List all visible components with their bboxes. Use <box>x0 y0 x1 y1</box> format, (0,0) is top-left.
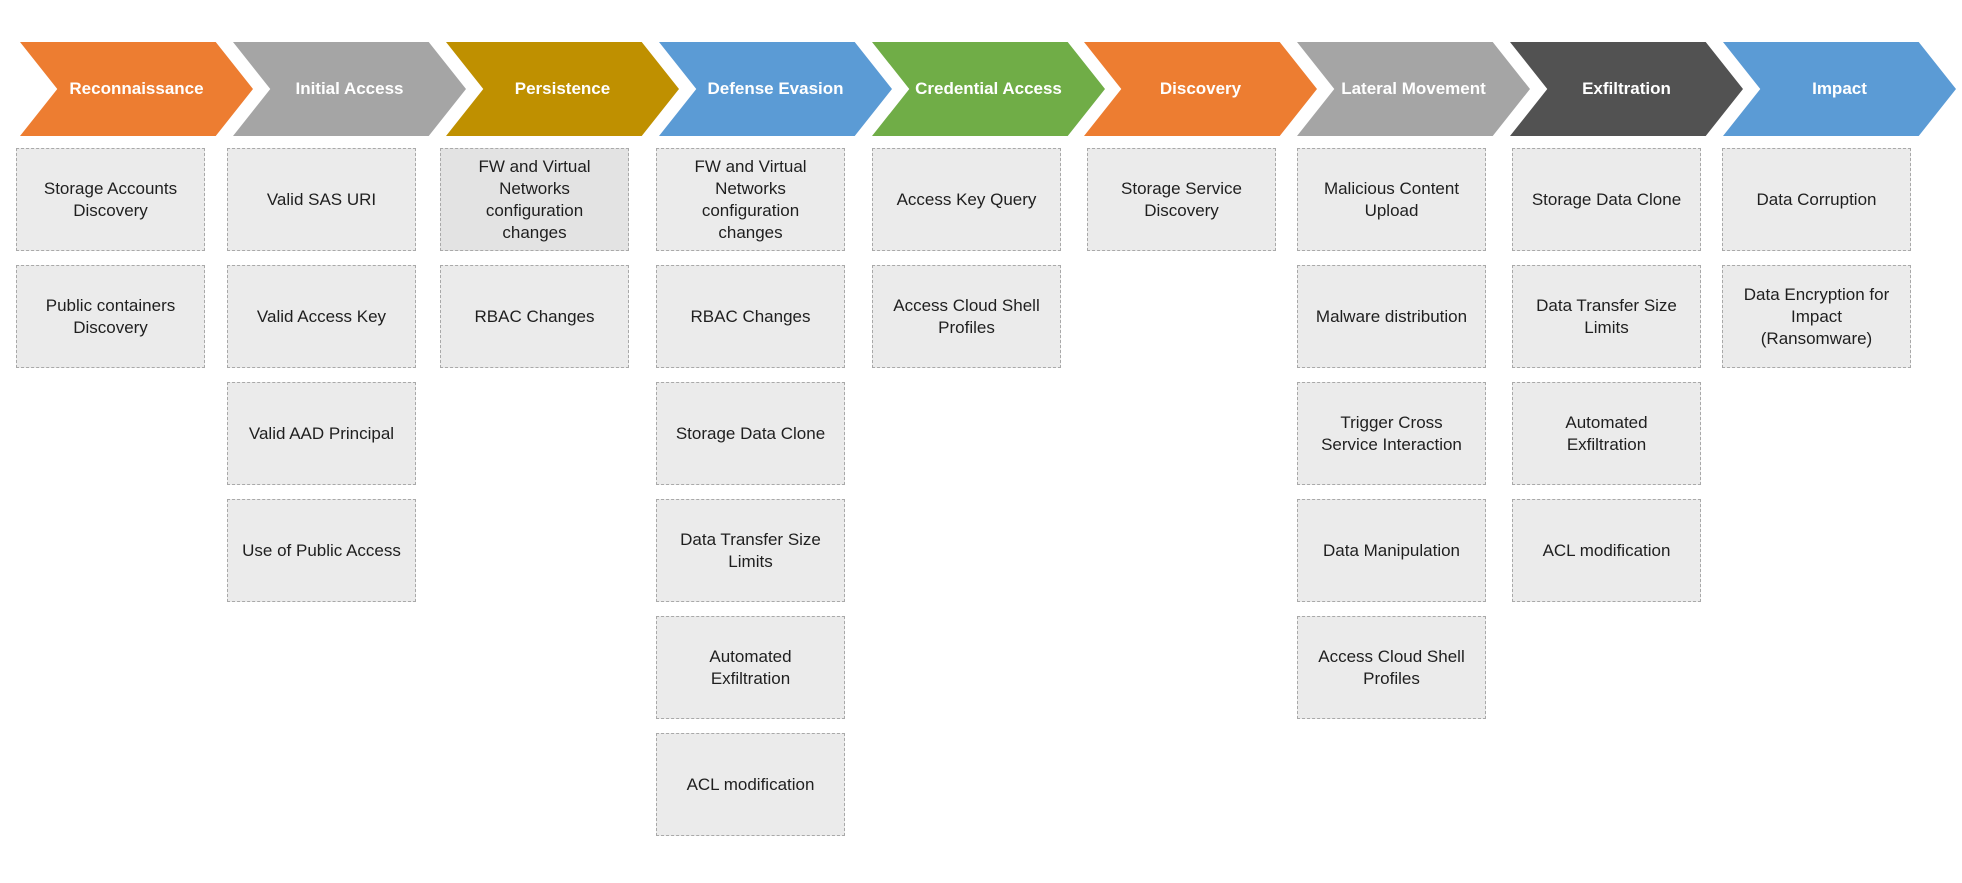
technique-card: Storage Data Clone <box>656 382 845 485</box>
technique-label: Valid Access Key <box>256 306 387 326</box>
tactic-label: Initial Access <box>295 79 404 98</box>
technique-card: Access Cloud Shell Profiles <box>1297 616 1486 719</box>
technique-label: FW and Virtual Networks configuration ch… <box>478 156 591 242</box>
technique-card: FW and Virtual Networks configuration ch… <box>656 148 845 251</box>
technique-card: Malware distribution <box>1297 265 1486 368</box>
technique-label: Access Cloud Shell Profiles <box>893 295 1040 337</box>
technique-card: Data Encryption for Impact (Ransomware) <box>1722 265 1911 368</box>
tactic-label: Discovery <box>1159 79 1242 98</box>
technique-label: Valid AAD Principal <box>248 423 395 443</box>
technique-card: Use of Public Access <box>227 499 416 602</box>
technique-card: Automated Exfiltration <box>1512 382 1701 485</box>
technique-label: RBAC Changes <box>690 306 811 326</box>
tactic-chevron-discovery: Discovery <box>1084 42 1317 136</box>
technique-card: Valid SAS URI <box>227 148 416 251</box>
tactic-chevron-exfiltration: Exfiltration <box>1510 42 1743 136</box>
tactic-chevron-reconnaissance: Reconnaissance <box>20 42 253 136</box>
technique-card: FW and Virtual Networks configuration ch… <box>440 148 629 251</box>
technique-card: Trigger Cross Service Interaction <box>1297 382 1486 485</box>
technique-label: Access Cloud Shell Profiles <box>1318 646 1465 688</box>
technique-card: Data Corruption <box>1722 148 1911 251</box>
technique-label: Use of Public Access <box>242 540 401 560</box>
technique-card: Valid AAD Principal <box>227 382 416 485</box>
tactic-label: Persistence <box>514 79 611 98</box>
technique-label: Storage Data Clone <box>675 423 826 443</box>
technique-card: ACL modification <box>1512 499 1701 602</box>
tactic-chevron-persistence: Persistence <box>446 42 679 136</box>
technique-label: Trigger Cross Service Interaction <box>1321 412 1462 454</box>
technique-label: Valid SAS URI <box>266 189 377 209</box>
technique-label: Automated Exfiltration <box>1565 412 1648 454</box>
technique-card: Malicious Content Upload <box>1297 148 1486 251</box>
technique-label: Malware distribution <box>1315 306 1468 326</box>
tactic-chevron-initial-access: Initial Access <box>233 42 466 136</box>
tactic-chevron-lateral-movement: Lateral Movement <box>1297 42 1530 136</box>
technique-label: ACL modification <box>1542 540 1671 560</box>
technique-card: Storage Data Clone <box>1512 148 1701 251</box>
technique-label: Public containers Discovery <box>45 295 176 337</box>
technique-card: Data Transfer Size Limits <box>1512 265 1701 368</box>
technique-label: Storage Accounts Discovery <box>43 178 178 220</box>
technique-label: Data Transfer Size Limits <box>680 529 821 571</box>
tactic-chevron-defense-evasion: Defense Evasion <box>659 42 892 136</box>
technique-card: Storage Service Discovery <box>1087 148 1276 251</box>
technique-label: Access Key Query <box>896 189 1037 209</box>
technique-label: Automated Exfiltration <box>709 646 792 688</box>
tactic-label: Credential Access <box>915 79 1062 98</box>
tactic-label: Exfiltration <box>1582 79 1671 98</box>
technique-label: Data Corruption <box>1756 189 1877 209</box>
technique-label: FW and Virtual Networks configuration ch… <box>694 156 807 242</box>
tactic-label: Lateral Movement <box>1341 79 1486 98</box>
tactic-chevron-credential-access: Credential Access <box>872 42 1105 136</box>
tactic-label: Defense Evasion <box>707 79 844 98</box>
technique-card: Data Manipulation <box>1297 499 1486 602</box>
technique-label: Data Manipulation <box>1322 540 1461 560</box>
technique-card: ACL modification <box>656 733 845 836</box>
technique-card: Automated Exfiltration <box>656 616 845 719</box>
technique-card: Access Key Query <box>872 148 1061 251</box>
technique-card: Data Transfer Size Limits <box>656 499 845 602</box>
technique-card: RBAC Changes <box>656 265 845 368</box>
tactic-label: Impact <box>1812 79 1867 98</box>
technique-label: Storage Service Discovery <box>1121 178 1242 220</box>
technique-label: Malicious Content Upload <box>1323 178 1460 220</box>
technique-card: Storage Accounts Discovery <box>16 148 205 251</box>
technique-card: Valid Access Key <box>227 265 416 368</box>
technique-card: RBAC Changes <box>440 265 629 368</box>
technique-label: Data Transfer Size Limits <box>1536 295 1677 337</box>
tactic-chevron-row: Reconnaissance Initial Access Persistence D… <box>0 0 1962 140</box>
technique-label: Storage Data Clone <box>1531 189 1682 209</box>
technique-card: Access Cloud Shell Profiles <box>872 265 1061 368</box>
technique-label: ACL modification <box>686 774 815 794</box>
tactic-chevron-impact: Impact <box>1723 42 1956 136</box>
technique-label: RBAC Changes <box>474 306 595 326</box>
technique-card: Public containers Discovery <box>16 265 205 368</box>
tactic-label: Reconnaissance <box>69 79 204 98</box>
technique-label: Data Encryption for Impact (Ransomware) <box>1743 284 1890 348</box>
